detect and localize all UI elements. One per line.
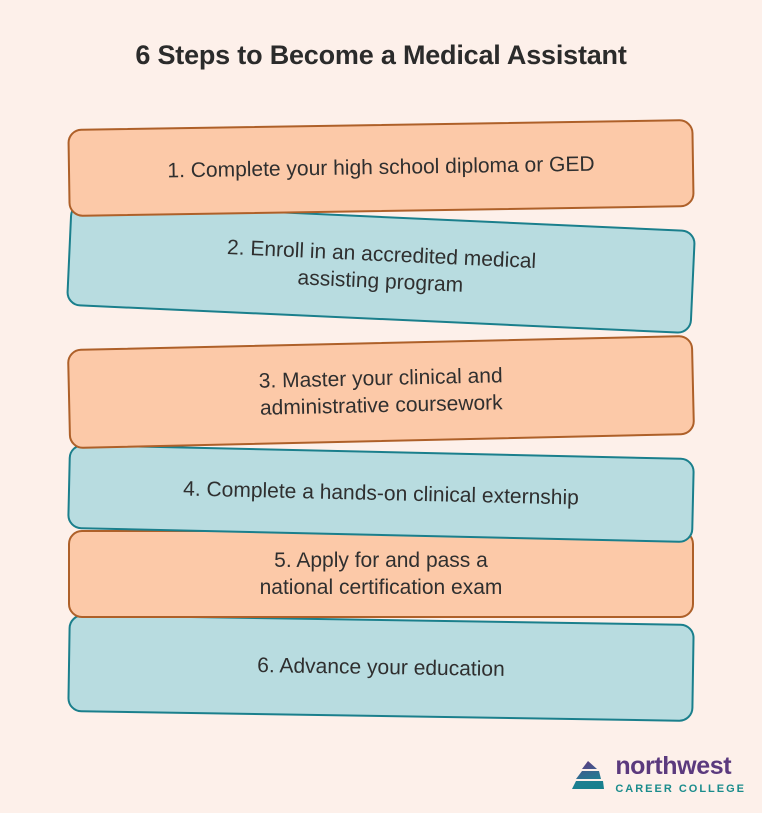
step-label-2: 2. Enroll in an accredited medical assis… (226, 235, 537, 297)
steps-list: 1. Complete your high school diploma or … (0, 119, 762, 724)
brand-logo: northwest CAREER COLLEGE (571, 754, 746, 795)
brand-text: northwest CAREER COLLEGE (615, 754, 746, 795)
step-item-6: 6. Advance your education (67, 614, 695, 722)
step-label-3: 3. Master your clinical and administrati… (258, 363, 503, 420)
step-item-2: 2. Enroll in an accredited medical assis… (65, 201, 697, 335)
step-item-5: 5. Apply for and pass a national certifi… (68, 530, 694, 618)
step-label-4: 4. Complete a hands-on clinical externsh… (182, 477, 580, 510)
step-label-5: 5. Apply for and pass a national certifi… (259, 548, 503, 599)
step-item-4: 4. Complete a hands-on clinical externsh… (67, 443, 695, 544)
northwest-chevron-bars-icon (571, 760, 605, 790)
brand-name: northwest (615, 752, 732, 780)
step-item-3: 3. Master your clinical and administrati… (66, 334, 696, 450)
step-label-1: 1. Complete your high school diploma or … (167, 152, 595, 183)
brand-tagline: CAREER COLLEGE (615, 783, 746, 795)
step-item-1: 1. Complete your high school diploma or … (67, 119, 695, 217)
step-label-6: 6. Advance your education (257, 654, 505, 682)
page-title: 6 Steps to Become a Medical Assistant (135, 40, 627, 70)
